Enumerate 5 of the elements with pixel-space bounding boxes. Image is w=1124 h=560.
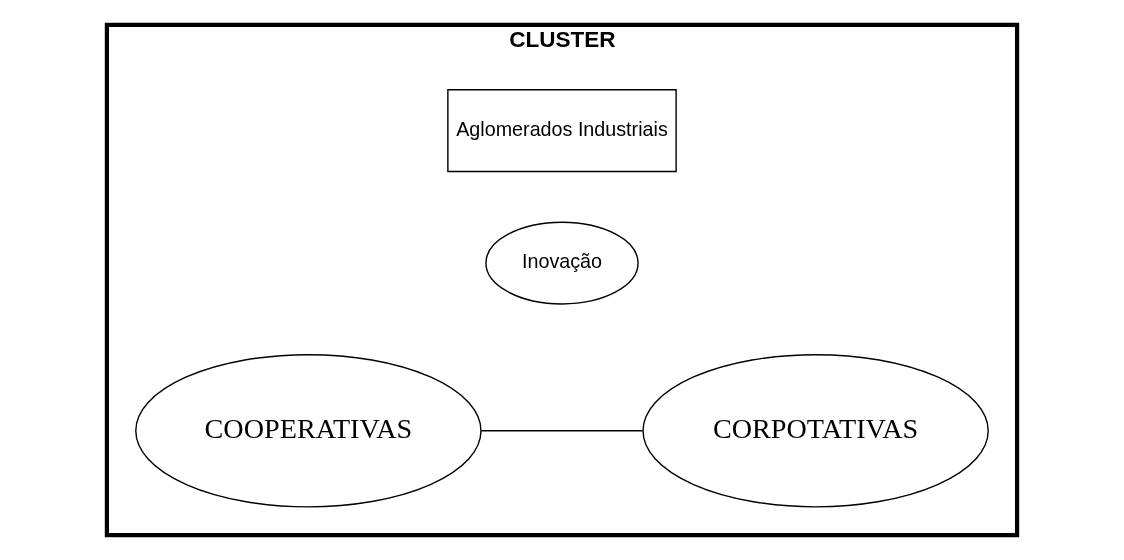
node-ellipse: COOPERATIVAS (135, 353, 482, 508)
node-box: Aglomerados Industriais (447, 89, 677, 173)
node-ellipse: CORPOTATIVAS (642, 353, 989, 508)
connector (480, 430, 644, 432)
node-ellipse: Inovação (485, 221, 639, 305)
